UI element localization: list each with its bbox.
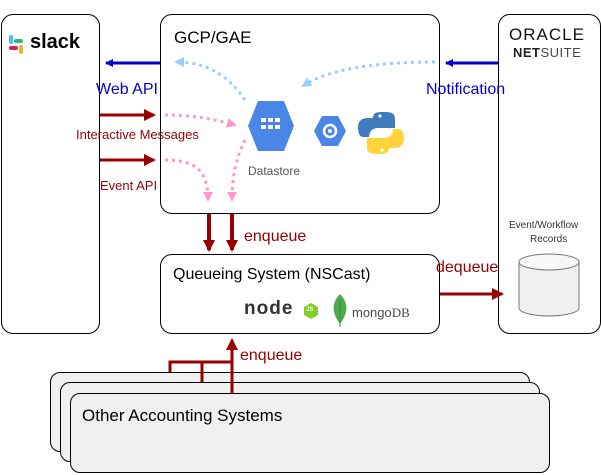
mongodb-logo-text-b: DB	[391, 305, 410, 320]
nodejs-badge: JS	[306, 307, 314, 313]
queueing-system-box	[160, 254, 440, 334]
slack-logo-text: slack	[30, 31, 81, 53]
dequeue-label: dequeue	[436, 259, 499, 276]
gcp-title: GCP/GAE	[174, 28, 252, 47]
pink-dotted-arrow-1	[164, 113, 237, 128]
oracle-brand: ORACLE	[509, 25, 585, 44]
event-api-label: Event API	[100, 178, 158, 193]
datastore-label: Datastore	[248, 164, 301, 178]
pink-dotted-arrow-3	[227, 139, 247, 202]
accounting-system-box-front	[70, 393, 550, 473]
enqueue-label-top: enqueue	[244, 228, 307, 245]
slack-box	[1, 14, 100, 334]
interactive-messages-label: Interactive Messages	[76, 127, 199, 142]
netsuite-brand-suite: SUITE	[540, 45, 582, 60]
mongodb-logo-text: mongoDB	[352, 305, 410, 321]
mongodb-logo-text-a: mongo	[352, 305, 392, 320]
netsuite-brand-net: NET	[513, 45, 541, 60]
nodejs-logo-icon	[304, 303, 318, 319]
netsuite-brand: NETSUITE	[513, 45, 581, 60]
records-label-line2: Records	[530, 234, 568, 245]
enqueue-label-bottom: enqueue	[240, 347, 303, 364]
records-label-line1: Event/Workflow	[509, 220, 579, 231]
slack-logo-icon	[9, 35, 23, 54]
records-cylinder-icon	[518, 253, 580, 317]
nodejs-logo-text: node	[244, 298, 294, 319]
accounting-connector-1	[168, 360, 232, 372]
app-engine-icon	[314, 116, 346, 146]
mongodb-leaf-icon	[333, 294, 347, 327]
queue-title: Queueing System (NSCast)	[173, 266, 371, 283]
web-api-label: Web API	[96, 81, 158, 98]
pink-dotted-arrow-2	[164, 158, 213, 202]
netsuite-box	[498, 14, 601, 334]
python-icon	[358, 112, 404, 154]
accounting-systems-label: Other Accounting Systems	[82, 406, 283, 425]
light-blue-dotted-arrow-left	[174, 57, 247, 101]
light-blue-dotted-arrow-right	[301, 60, 436, 88]
notification-label: Notification	[426, 81, 506, 98]
datastore-icon	[248, 101, 294, 151]
